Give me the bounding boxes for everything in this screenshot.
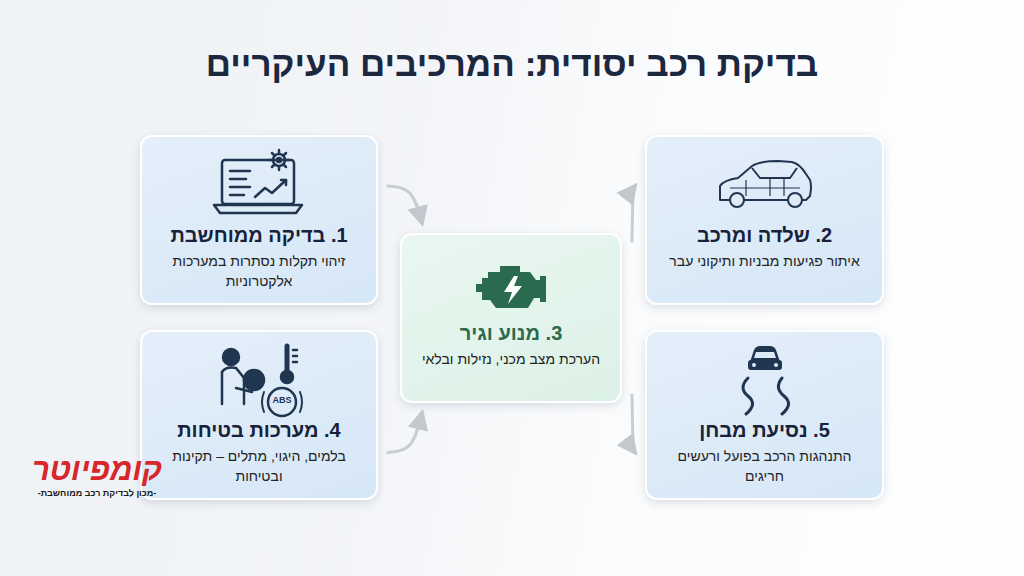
box-heading: 1. בדיקה ממוחשבת	[154, 223, 364, 248]
step-box: 5. נסיעת מבחן התנהגות הרכב בפועל ורעשים ח…	[645, 330, 884, 500]
box-description: בלמים, היגוי, מתלים – תקינות ובטיחות	[154, 447, 364, 486]
step-box: 2. שלדה ומרכב איתור פגיעות מבניות ותיקוני…	[645, 135, 884, 305]
box-description: הערכת מצב מכני, נזילות ובלאי	[414, 350, 608, 370]
step-box: 1. בדיקה ממוחשבת זיהוי תקלות נסתרות במערכ…	[140, 135, 378, 305]
safety-icon	[222, 346, 302, 416]
box-description: איתור פגיעות מבניות ותיקוני עבר	[659, 252, 870, 272]
test-drive-icon	[743, 346, 789, 414]
flow-arrow	[388, 413, 422, 452]
step-box: 4. מערכות בטיחות בלמים, היגוי, מתלים – תק…	[140, 330, 378, 500]
box-heading: 2. שלדה ומרכב	[659, 223, 870, 248]
engine-icon	[476, 266, 546, 308]
flow-arrow	[388, 186, 422, 223]
logo-tagline: -מכון לבדיקת רכב ממוחשבת-	[22, 488, 172, 498]
car-frame-icon	[720, 161, 811, 207]
logo-name: קומפיוטר	[22, 452, 172, 488]
box-description: התנהגות הרכב בפועל ורעשים חריגים	[659, 447, 870, 486]
box-heading: 5. נסיעת מבחן	[659, 418, 870, 443]
box-heading: 3. מנוע וגיר	[414, 321, 608, 346]
center-box: 3. מנוע וגיר הערכת מצב מכני, נזילות ובלאי	[400, 233, 622, 403]
box-heading: 4. מערכות בטיחות	[154, 418, 364, 443]
abs-label: ABS	[268, 395, 296, 405]
flow-arrow	[632, 395, 635, 452]
flow-arrow	[632, 186, 635, 241]
box-description: זיהוי תקלות נסתרות במערכות אלקטרוניות	[154, 252, 364, 291]
diagram-title: בדיקת רכב יסודית: המרכיבים העיקריים	[0, 44, 1024, 84]
computer-icon	[214, 150, 302, 213]
